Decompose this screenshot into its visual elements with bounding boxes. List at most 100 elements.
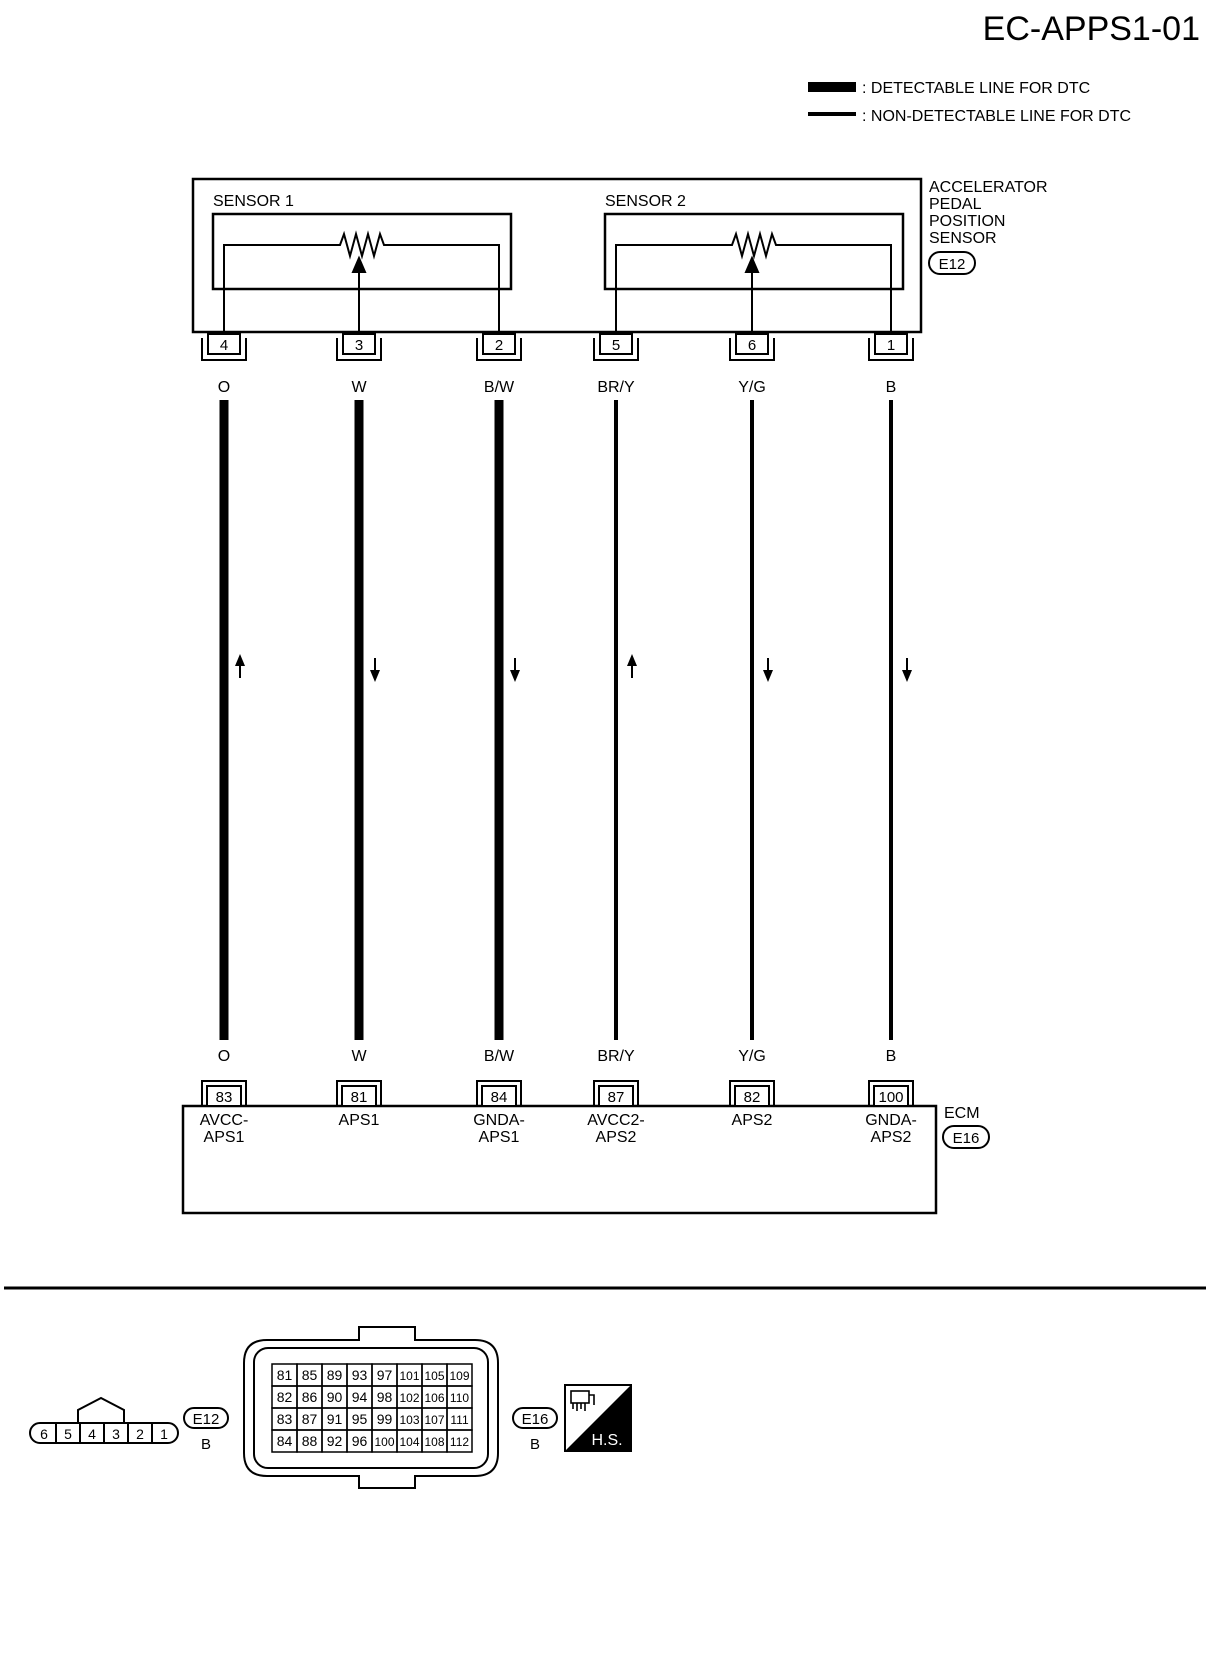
e16-pin: 109: [449, 1369, 469, 1383]
e16-pin: 98: [377, 1389, 393, 1405]
e16-pin: 108: [424, 1435, 444, 1449]
wire-color-bottom: B: [886, 1048, 897, 1065]
ecm-connector-id: E16: [953, 1130, 980, 1147]
sensor2-potentiometer: [615, 230, 892, 338]
ecm-pin-bracket: [201, 1080, 247, 1106]
e16-pin: 91: [327, 1411, 343, 1427]
e16-color: B: [530, 1436, 540, 1453]
wires: 4OO83AVCC-APS13WW81APS12B/WB/W84GNDA-APS…: [200, 333, 917, 1146]
sensor-pin-box: [735, 333, 769, 355]
e16-pin: 82: [277, 1389, 293, 1405]
ecm-pin-number: 84: [491, 1089, 508, 1106]
wire-color-bottom: Y/G: [738, 1048, 766, 1065]
signal-arrow-down-icon: [902, 670, 912, 682]
e16-pin: 107: [424, 1413, 444, 1427]
ecm-terminal-label: APS2: [732, 1112, 773, 1129]
page-title: EC-APPS1-01: [983, 10, 1200, 48]
sensor-name-line-1: ACCELERATOR: [929, 179, 1048, 196]
sensor-outer-box: [191, 177, 923, 334]
wire-color-bottom: B/W: [484, 1048, 515, 1065]
ecm-terminal-label: GNDA-: [473, 1112, 525, 1129]
signal-arrow-down-icon: [510, 670, 520, 682]
wire-color-bottom: W: [351, 1048, 367, 1065]
ecm-terminal-label: APS2: [596, 1129, 637, 1146]
sensor-pin-bracket: [476, 338, 522, 361]
ecm-terminal-label: APS1: [479, 1129, 520, 1146]
sensor-pin-bracket: [868, 338, 914, 361]
e12-body: [29, 1422, 179, 1444]
sensor-connector-badge: [928, 251, 976, 275]
sensor-pin-number: 5: [612, 337, 620, 354]
ecm-pin-box: [598, 1085, 634, 1107]
e16-pin: 87: [302, 1411, 318, 1427]
e16-pin: 81: [277, 1367, 293, 1383]
e16-inner: [253, 1347, 489, 1469]
ecm-pin-box: [341, 1085, 377, 1107]
accelerator-pedal-position-sensor: SENSOR 1 SENSOR 2 ACCELERATOR PEDAL POSI…: [191, 177, 1048, 338]
sensor-pin-box: [482, 333, 516, 355]
sensor-pin-box: [874, 333, 908, 355]
legend-thick-label: : DETECTABLE LINE FOR DTC: [862, 80, 1090, 97]
ecm-pin-number: 81: [351, 1089, 368, 1106]
sensor1-label: SENSOR 1: [213, 193, 294, 210]
e12-pin: 4: [88, 1426, 96, 1442]
ecm-pin-bracket: [729, 1080, 775, 1106]
e16-pin: 112: [450, 1435, 469, 1449]
signal-arrow-up-icon: [235, 654, 245, 666]
signal-arrow-down-icon: [763, 670, 773, 682]
ecm-terminal-label: APS2: [871, 1129, 912, 1146]
hs-label: H.S.: [591, 1432, 622, 1449]
e16-pin: 95: [352, 1411, 368, 1427]
e16-pin-cell: [446, 1429, 473, 1453]
e16-pin: 93: [352, 1367, 368, 1383]
ecm-pin-box: [481, 1085, 517, 1107]
sensor-pin-bracket: [593, 338, 639, 361]
e12-latch: [77, 1396, 125, 1423]
sensor1-box: [211, 212, 513, 291]
sensor-name-line-4: SENSOR: [929, 230, 997, 247]
ecm-box: [181, 1104, 938, 1215]
e16-pin: 105: [424, 1369, 444, 1383]
ecm-pin-bracket: [476, 1080, 522, 1106]
ecm-pin-number: 82: [744, 1089, 761, 1106]
e16-pin: 111: [450, 1413, 469, 1427]
ecm-pin-bracket: [868, 1080, 914, 1106]
e16-pin: 110: [450, 1391, 469, 1405]
harness-icon: [570, 1390, 595, 1411]
e16-pin: 84: [277, 1433, 293, 1449]
e16-pin: 100: [374, 1435, 394, 1449]
e12-color: B: [201, 1436, 211, 1453]
e16-pin: 103: [399, 1413, 419, 1427]
ecm-terminal-label: AVCC2-: [587, 1112, 645, 1129]
sensor-pin-bracket: [729, 338, 775, 361]
sensor-pin-number: 1: [887, 337, 895, 354]
legend-thick-swatch: [808, 82, 856, 92]
e12-pin: 1: [160, 1426, 168, 1442]
e12-pin: 6: [40, 1426, 48, 1442]
ecm-terminal-label: AVCC-: [200, 1112, 249, 1129]
wire-color-top: BR/Y: [597, 379, 635, 396]
ecm-pin-number: 100: [878, 1089, 903, 1106]
wire-color-top: B/W: [484, 379, 515, 396]
sensor-name: ACCELERATOR PEDAL POSITION SENSOR: [929, 179, 1048, 247]
e16-pin: 88: [302, 1433, 318, 1449]
e12-id: E12: [193, 1411, 220, 1428]
legend: : DETECTABLE LINE FOR DTC : NON-DETECTAB…: [808, 80, 1131, 125]
e16-pin: 106: [424, 1391, 444, 1405]
ecm-pin-box: [873, 1085, 909, 1107]
sensor-pin-box: [342, 333, 376, 355]
signal-arrow-up-icon: [627, 654, 637, 666]
sensor-name-line-3: POSITION: [929, 213, 1005, 230]
sensor-pin-bracket: [336, 338, 382, 361]
e16-pin: 99: [377, 1411, 393, 1427]
ecm-terminal-label: GNDA-: [865, 1112, 917, 1129]
